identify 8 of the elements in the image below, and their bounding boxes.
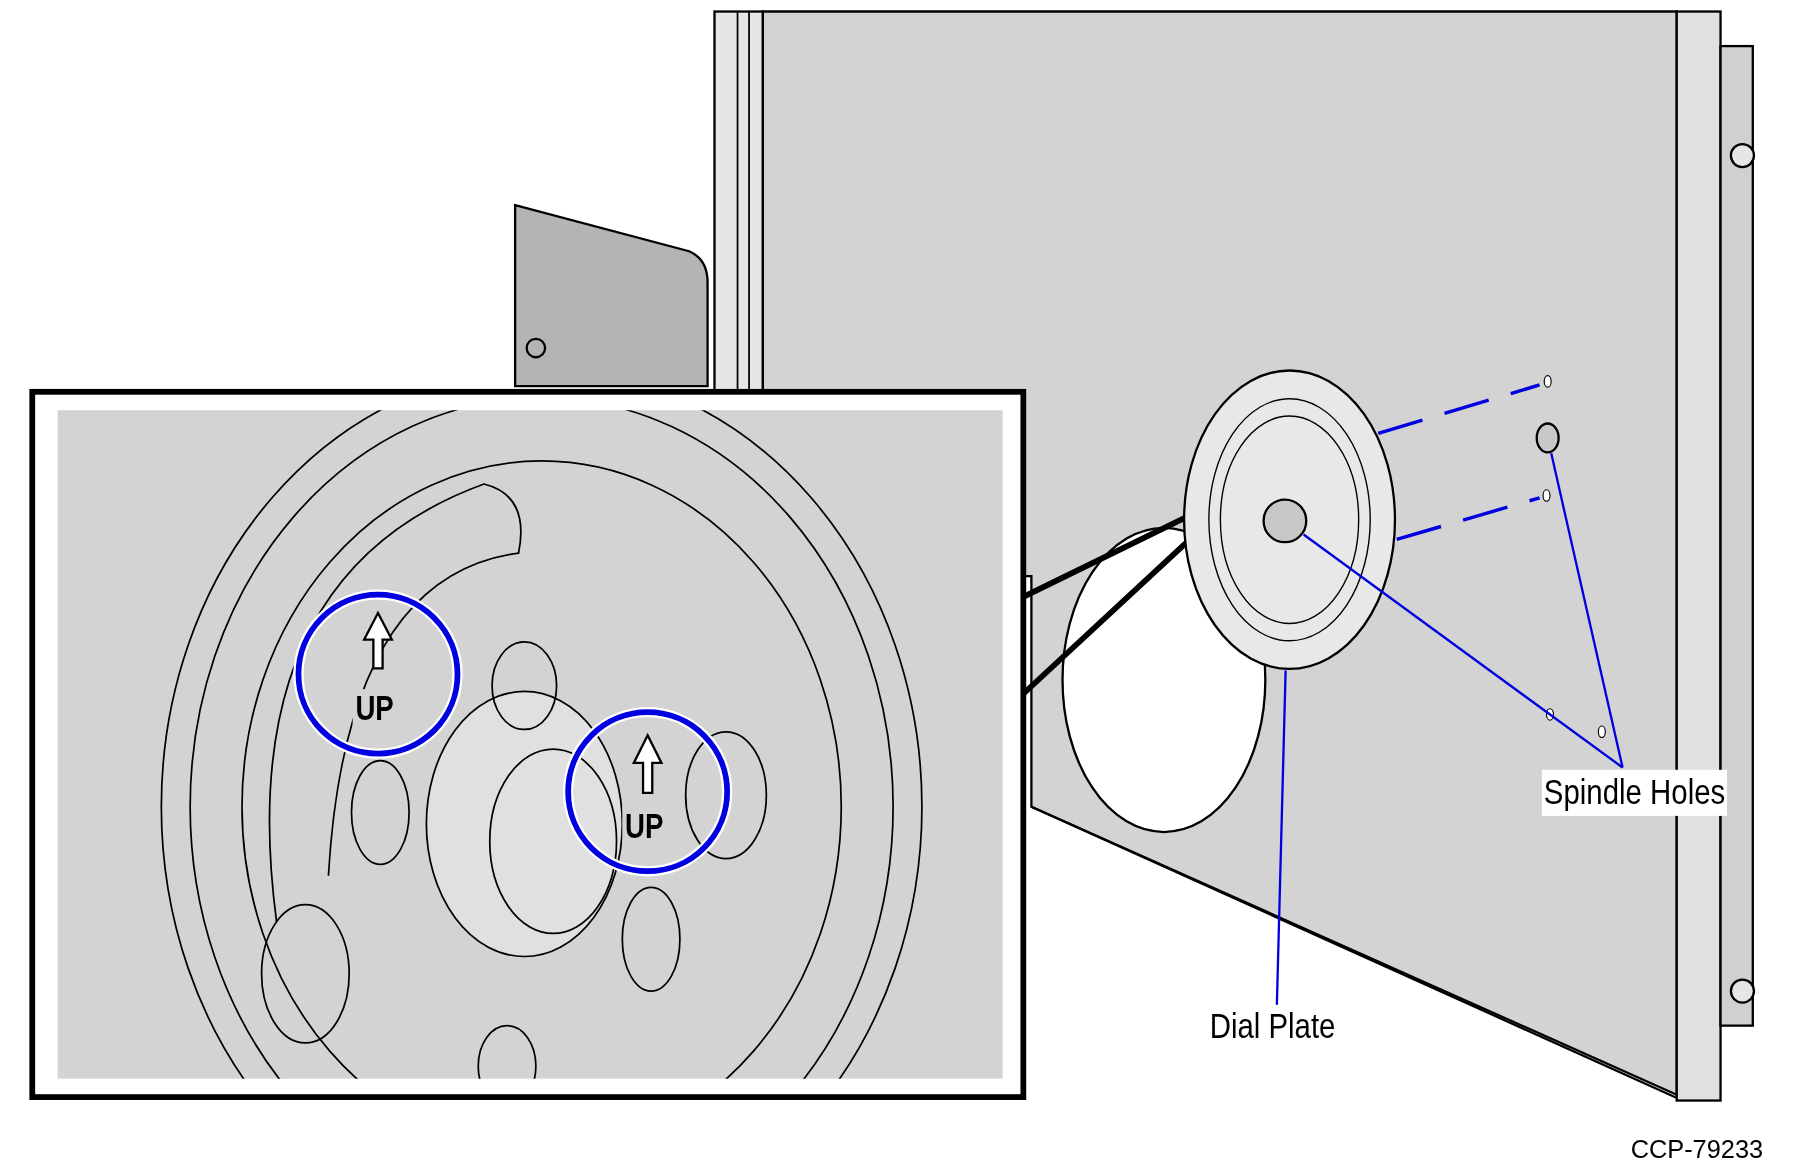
leader-line	[1550, 453, 1624, 768]
leader-line	[1275, 670, 1287, 1005]
leader-line	[1302, 533, 1624, 769]
spindle-hole	[1535, 421, 1561, 455]
figure-id: CCP-79233	[1630, 1135, 1764, 1165]
spindle-hole	[1261, 497, 1308, 544]
part-label: Spindle Holes	[1541, 769, 1728, 816]
dial-plate-drawing	[1182, 368, 1397, 671]
